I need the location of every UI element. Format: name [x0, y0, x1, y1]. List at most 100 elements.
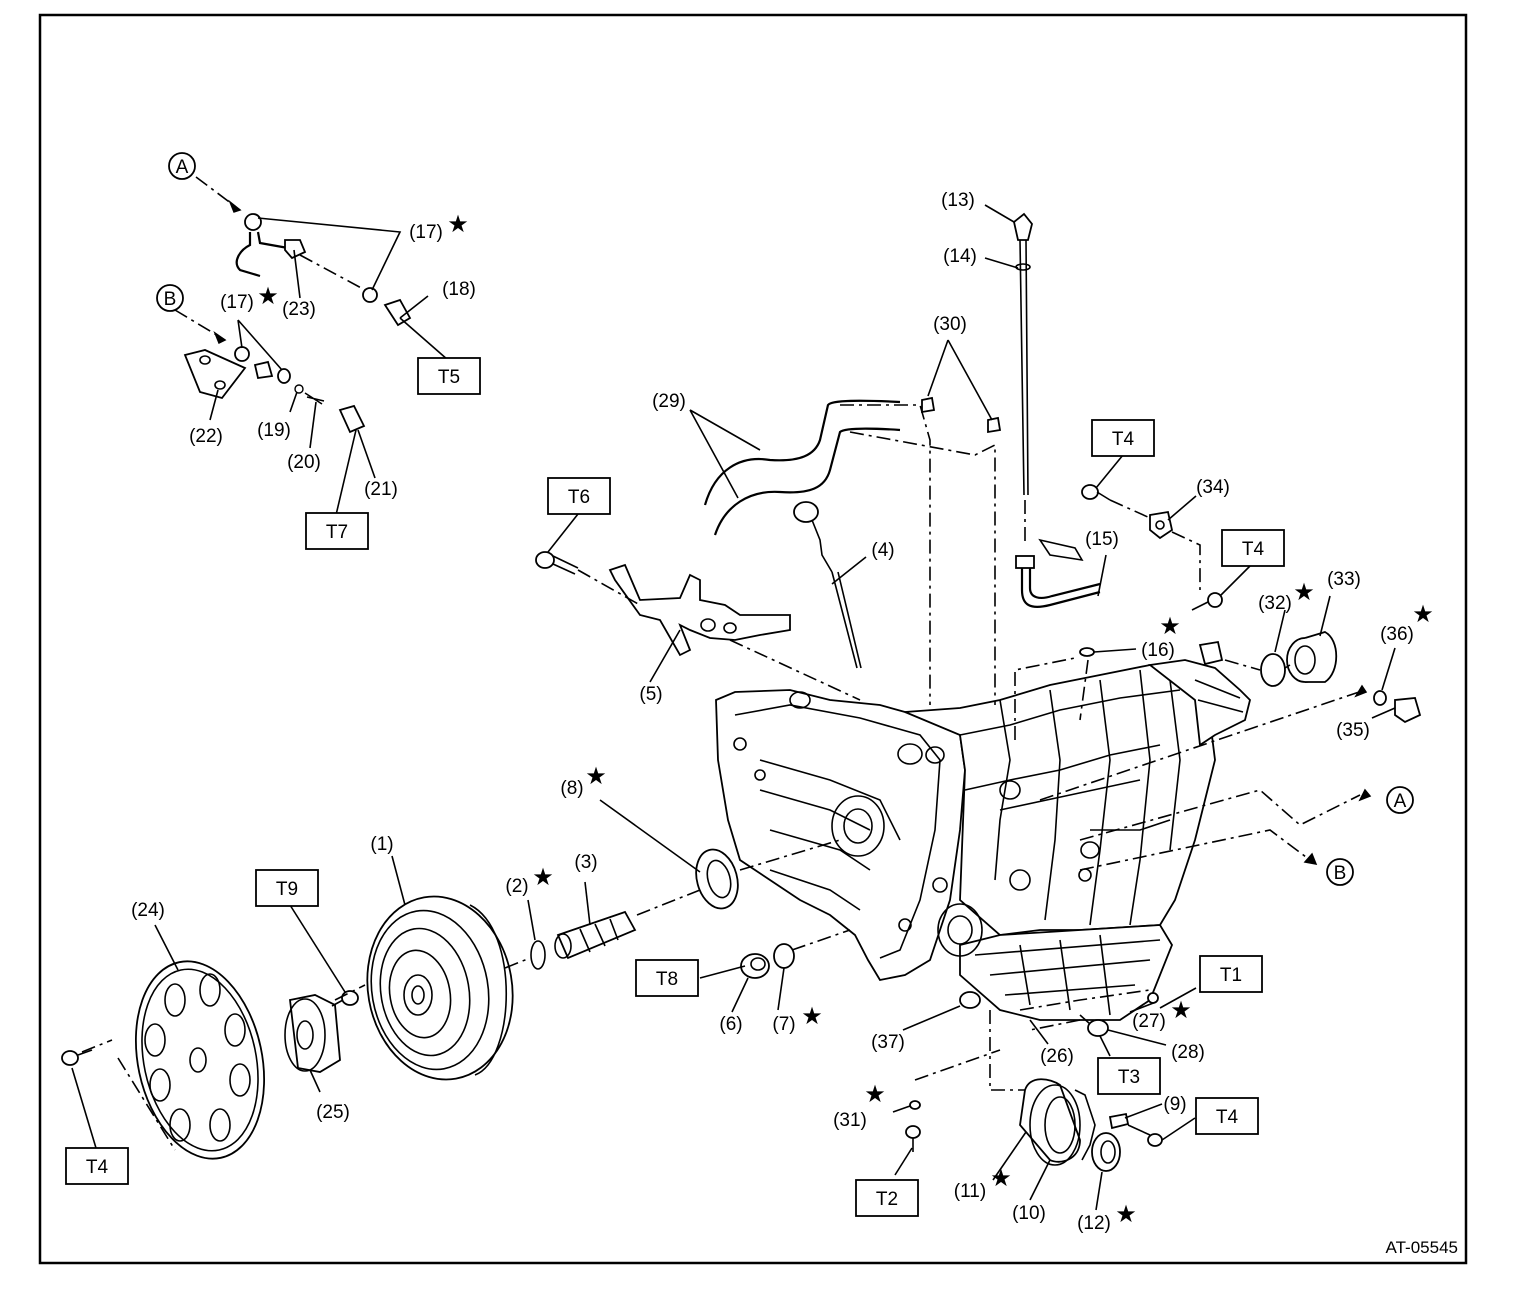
- star-7: ★: [801, 1003, 823, 1030]
- torque-t4-right: T4: [1221, 529, 1285, 567]
- callout-3: (3): [574, 852, 597, 873]
- callout-16: (16): [1141, 640, 1175, 661]
- t4-bolt-top: [1081, 484, 1111, 501]
- snap-ring: [530, 940, 546, 970]
- star-8: ★: [585, 763, 607, 790]
- torque-t4-left: T4: [65, 1147, 129, 1185]
- torque-converter: [366, 895, 514, 1081]
- callout-26: (26): [1040, 1046, 1074, 1067]
- torque-t5: T5: [417, 357, 481, 395]
- ref-b-right: B: [1326, 858, 1354, 886]
- torque-t4-right-label: T4: [1242, 539, 1265, 560]
- figure-frame: [38, 13, 1468, 1265]
- star-31: ★: [864, 1081, 886, 1108]
- torque-t5-label: T5: [438, 367, 460, 388]
- torque-t2-label: T2: [876, 1189, 898, 1210]
- ref-b-right-label: B: [1334, 863, 1347, 884]
- part-callouts: (1) (2) (3) (4) (5) (6) (7) (8) (9) (10)…: [131, 190, 1414, 1234]
- plug-21: [338, 404, 366, 434]
- t4-bolt-left: [61, 1049, 93, 1066]
- cooler-pipe-a: [235, 213, 412, 327]
- callout-34: (34): [1196, 477, 1230, 498]
- callout-20: (20): [287, 452, 321, 473]
- o-ring-16: [1079, 647, 1095, 657]
- callout-23: (23): [282, 299, 316, 320]
- torque-t1-label: T1: [1220, 965, 1242, 986]
- callout-28: (28): [1171, 1042, 1205, 1063]
- callout-8: (8): [560, 778, 583, 799]
- callout-5: (5): [639, 684, 662, 705]
- spacer: [284, 994, 341, 1073]
- star-32: ★: [1293, 579, 1315, 606]
- torque-t4-bottom-label: T4: [1216, 1107, 1239, 1128]
- cooler-pipe-b: [183, 346, 366, 434]
- magnet: [959, 991, 981, 1009]
- dipstick: [793, 501, 862, 669]
- drain-plug: [1079, 1014, 1109, 1037]
- callout-15: (15): [1085, 529, 1119, 550]
- input-shaft: [554, 910, 637, 960]
- t9-bolt: [331, 990, 359, 1007]
- callout-31: (31): [833, 1110, 867, 1131]
- callout-36: (36): [1380, 624, 1414, 645]
- bracket-34: [1149, 510, 1174, 540]
- callout-1: (1): [370, 834, 393, 855]
- flange-plate: [1198, 640, 1224, 666]
- torque-t4-bottom: T4: [1195, 1097, 1259, 1135]
- callout-18: (18): [442, 279, 476, 300]
- callout-24: (24): [131, 900, 165, 921]
- callout-17-mid: (17): [220, 292, 254, 313]
- t4-bolt-right: [1191, 592, 1223, 611]
- torque-t4-top: T4: [1091, 419, 1155, 457]
- plug: [740, 953, 770, 979]
- torque-t9: T9: [255, 869, 319, 907]
- callout-6: (6): [719, 1014, 742, 1035]
- ref-a-right: A: [1386, 786, 1414, 814]
- torque-t6-label: T6: [568, 487, 590, 508]
- union-bolt-18: [383, 298, 412, 327]
- torque-t8: T8: [635, 959, 699, 997]
- drive-plate: [134, 960, 266, 1160]
- callout-10: (10): [1012, 1203, 1046, 1224]
- callout-35: (35): [1336, 720, 1370, 741]
- callout-22: (22): [189, 426, 223, 447]
- callout-17-top: (17): [409, 222, 443, 243]
- gasket: [773, 943, 795, 969]
- star-16: ★: [1159, 613, 1181, 640]
- torque-t2: T2: [855, 1179, 919, 1217]
- star-12: ★: [1115, 1201, 1137, 1228]
- oil-seal-12: [1091, 1132, 1121, 1172]
- star-2: ★: [532, 864, 554, 891]
- oil-seal-32: [1260, 653, 1286, 687]
- callout-11: (11): [954, 1181, 986, 1202]
- callout-19: (19): [257, 420, 291, 441]
- torque-t1: T1: [1199, 955, 1263, 993]
- t6-bolt: [535, 551, 579, 575]
- callout-33: (33): [1327, 569, 1361, 590]
- ref-a-top: A: [168, 152, 196, 180]
- callout-21: (21): [364, 479, 398, 500]
- arrow-heads: [213, 199, 1372, 865]
- torque-t3-label: T3: [1118, 1067, 1140, 1088]
- gasket-31: [909, 1100, 921, 1110]
- torque-t4-top-label: T4: [1112, 429, 1135, 450]
- callout-32: (32): [1258, 593, 1292, 614]
- star-17-top: ★: [447, 211, 469, 238]
- star-marks: ★ ★ ★ ★ ★ ★ ★ ★ ★ ★ ★ ★: [257, 211, 1434, 1228]
- callout-9: (9): [1163, 1094, 1186, 1115]
- callout-7: (7): [772, 1014, 795, 1035]
- callout-14: (14): [943, 246, 977, 267]
- transmission-case: [715, 659, 1251, 1021]
- oil-pipes: [703, 399, 901, 536]
- reference-lines: [81, 176, 1366, 1151]
- clips: [921, 396, 1002, 434]
- star-17-mid: ★: [257, 283, 279, 310]
- oil-seal: [695, 848, 739, 910]
- figure-id: AT-05545: [1386, 1238, 1458, 1257]
- extension-33: [1286, 631, 1338, 683]
- ref-a-right-label: A: [1394, 791, 1407, 812]
- t2-bolt: [905, 1125, 921, 1152]
- torque-t6: T6: [547, 477, 611, 515]
- callout-2: (2): [505, 876, 528, 897]
- callout-25: (25): [316, 1102, 350, 1123]
